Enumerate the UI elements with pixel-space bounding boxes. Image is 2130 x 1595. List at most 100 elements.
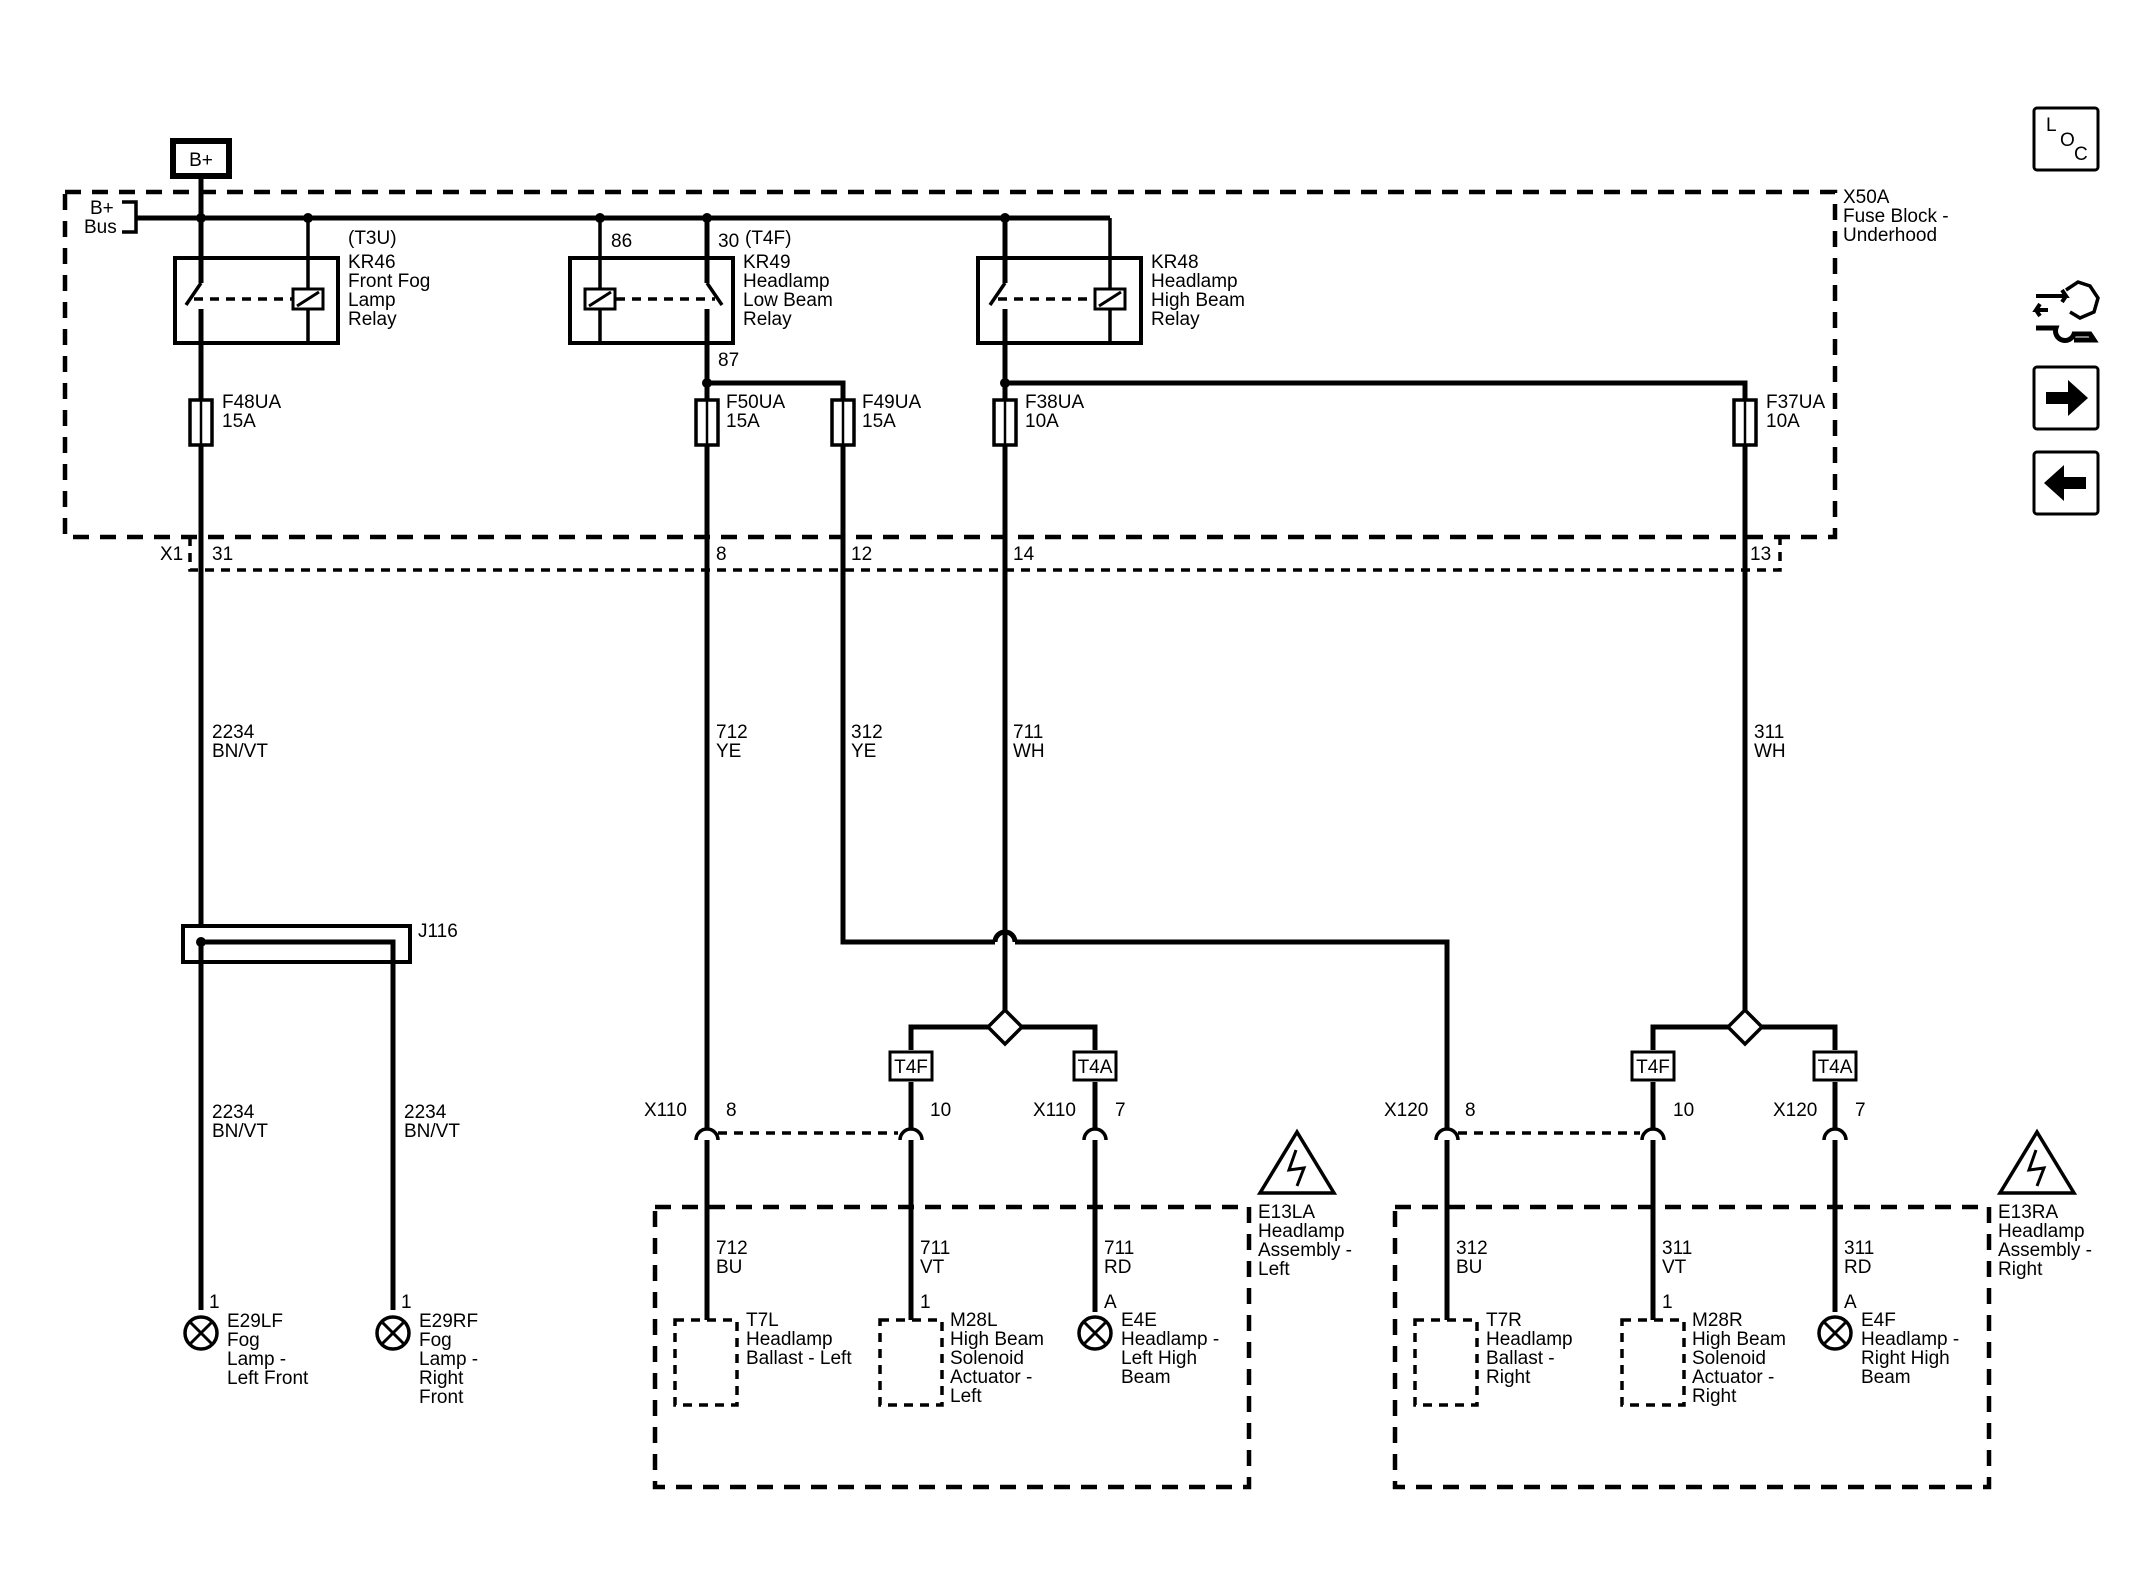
- ballast-right-name-2: Ballast -: [1486, 1348, 1555, 1369]
- wire-label-color: BU: [716, 1257, 742, 1278]
- x110-pin-7-connector: [1082, 1127, 1108, 1141]
- kr49-branch-wire: [707, 380, 846, 400]
- connector-pin: 10: [1673, 1100, 1694, 1121]
- wire-label-circuit: 2234: [212, 722, 255, 743]
- connector-pin: 7: [1855, 1100, 1866, 1121]
- fog-lamp-right-icon: [375, 1315, 411, 1351]
- x1-pin: 14: [1013, 544, 1035, 565]
- b-plus-source-label: B+: [189, 150, 213, 171]
- kr49-switch-blade: [705, 282, 724, 306]
- kr48-switch-blade: [988, 282, 1007, 306]
- wire-label-circuit: 312: [1456, 1238, 1488, 1259]
- wire-label-color: BU: [1456, 1257, 1482, 1278]
- solenoid-left-id: M28L: [950, 1310, 998, 1331]
- fuse-f50ua-rating: 15A: [726, 411, 760, 432]
- connector-x110-label: X110: [1033, 1100, 1076, 1121]
- ballast-right-name-1: Headlamp: [1486, 1329, 1573, 1350]
- lamp-right-pin: A: [1844, 1292, 1857, 1313]
- wire-label-color: YE: [716, 741, 741, 762]
- lamp-right-name-1: Headlamp -: [1861, 1329, 1959, 1350]
- fuse-f38ua-id: F38UA: [1025, 392, 1084, 413]
- left-t4f-branch: [908, 1024, 988, 1050]
- location-view-button[interactable]: L O C: [2032, 106, 2100, 172]
- connector-pin: 7: [1115, 1100, 1126, 1121]
- service-procedure-icon[interactable]: [2032, 280, 2100, 343]
- lamp-left-name-1: Headlamp -: [1121, 1329, 1219, 1350]
- x120-pin-7-connector: [1822, 1127, 1848, 1141]
- wire-label-color: BN/VT: [212, 741, 268, 762]
- lamp-left-high-beam-icon: [1077, 1315, 1113, 1351]
- right-t4a-tag: T4A: [1818, 1057, 1853, 1078]
- fog-lamp-right-name-3: Right: [419, 1368, 464, 1389]
- lamp-left-name-2: Left High: [1121, 1348, 1197, 1369]
- left-t4a-branch: [1022, 1024, 1098, 1050]
- loc-letter-l: L: [2046, 115, 2057, 136]
- ballast-left-name-1: Headlamp: [746, 1329, 833, 1350]
- lamp-right-id: E4F: [1861, 1310, 1896, 1331]
- kr46-tag: (T3U): [348, 228, 397, 249]
- kr48-name-1: Headlamp: [1151, 271, 1238, 292]
- x110-pin-10-connector: [898, 1127, 924, 1141]
- right-t4a-tag-box: [1812, 1050, 1858, 1082]
- high-voltage-warning-icon: [1996, 1128, 2078, 1195]
- next-page-button[interactable]: [2032, 365, 2100, 431]
- loc-letter-c: C: [2074, 144, 2088, 165]
- x1-pin: 12: [851, 544, 872, 565]
- assembly-left-id: E13LA: [1258, 1202, 1315, 1223]
- connector-x120-label: X120: [1773, 1100, 1817, 1121]
- x1-pin: 13: [1750, 544, 1771, 565]
- solenoid-left-name-4: Left: [950, 1386, 982, 1407]
- connector-pin: 8: [1465, 1100, 1476, 1121]
- fuse-block-boundary: [62, 189, 1838, 540]
- kr49-pin-30: 30: [718, 231, 739, 252]
- solenoid-right-name-4: Right: [1692, 1386, 1737, 1407]
- wire-label-circuit: 311: [1662, 1238, 1692, 1259]
- lamp-right-high-beam-icon: [1817, 1315, 1853, 1351]
- fog-lamp-left-icon: [183, 1315, 219, 1351]
- solenoid-left-pin: 1: [920, 1292, 931, 1313]
- kr46-name-3: Relay: [348, 309, 397, 330]
- kr49-name-1: Headlamp: [743, 271, 830, 292]
- fog-lamp-left-pin: 1: [209, 1292, 220, 1313]
- ballast-left-name-2: Ballast - Left: [746, 1348, 852, 1369]
- fog-lamp-left-id: E29LF: [227, 1311, 283, 1332]
- fuse-f49ua-rating: 15A: [862, 411, 896, 432]
- kr46-name-2: Lamp: [348, 290, 396, 311]
- ballast-right-name-3: Right: [1486, 1367, 1531, 1388]
- wire-label-color: VT: [1662, 1257, 1687, 1278]
- assembly-right-id: E13RA: [1998, 1202, 2059, 1223]
- wire-label-circuit: 312: [851, 722, 883, 743]
- splice-j116-bar: [201, 939, 396, 1310]
- x1-connector-label: X1: [160, 544, 183, 565]
- lamp-left-name-3: Beam: [1121, 1367, 1171, 1388]
- fuse-f49ua: [830, 398, 856, 447]
- wire-label-color: WH: [1013, 741, 1045, 762]
- solenoid-left-name-2: Solenoid: [950, 1348, 1024, 1369]
- left-t4a-tag: T4A: [1078, 1057, 1113, 1078]
- x120-pin-8-connector: [1434, 1127, 1460, 1141]
- kr49-pin-87: 87: [718, 350, 739, 371]
- wire-label-circuit: 711: [1104, 1238, 1134, 1259]
- connector-x110-label: X110: [644, 1100, 687, 1121]
- solenoid-left-name-3: Actuator -: [950, 1367, 1032, 1388]
- assembly-left-name-2: Assembly -: [1258, 1240, 1352, 1261]
- wire-label-circuit: 2234: [404, 1102, 447, 1123]
- connector-x120-label: X120: [1384, 1100, 1428, 1121]
- solenoid-right-name-2: Solenoid: [1692, 1348, 1766, 1369]
- fog-lamp-right-id: E29RF: [419, 1311, 478, 1332]
- fuse-f50ua-id: F50UA: [726, 392, 785, 413]
- fuse-block-id: X50A: [1843, 187, 1890, 208]
- kr48-id: KR48: [1151, 252, 1199, 273]
- bus-bracket: [122, 200, 138, 234]
- fog-lamp-right-name-1: Fog: [419, 1330, 452, 1351]
- ballast-left-box: [673, 1318, 739, 1407]
- kr49-tag: (T4F): [745, 228, 791, 249]
- solenoid-right-id: M28R: [1692, 1310, 1743, 1331]
- previous-page-button[interactable]: [2032, 450, 2100, 516]
- kr49-name-2: Low Beam: [743, 290, 833, 311]
- connector-pin: 8: [726, 1100, 737, 1121]
- assembly-right-name-3: Right: [1998, 1259, 2043, 1280]
- x120-pin-10-connector: [1640, 1127, 1666, 1141]
- kr46-name-1: Front Fog: [348, 271, 430, 292]
